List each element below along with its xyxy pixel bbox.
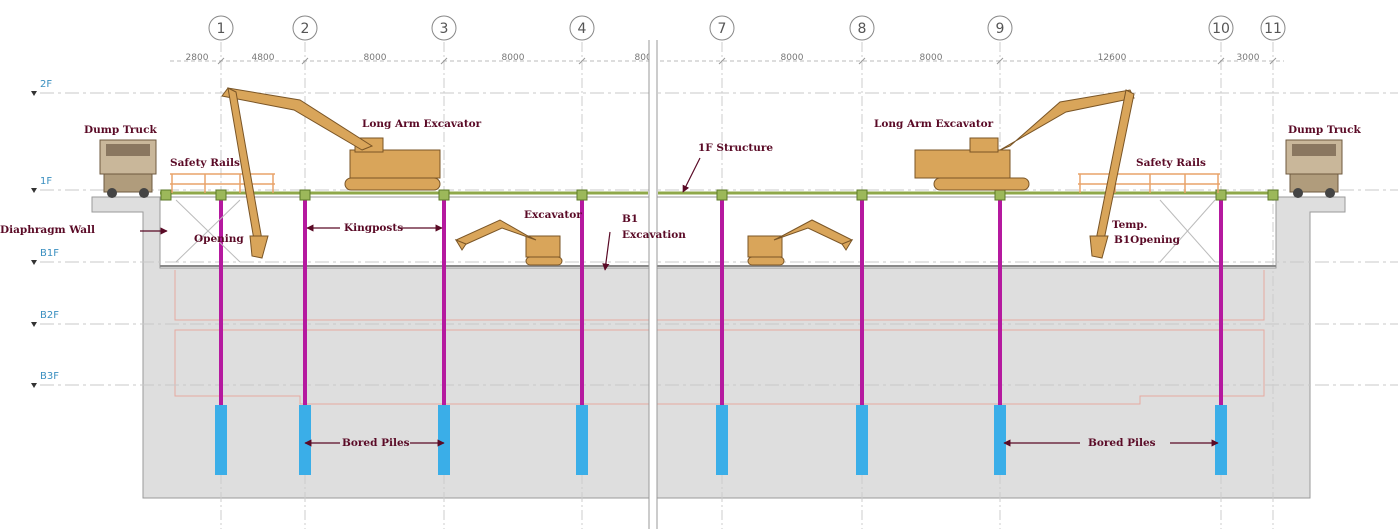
safety-rails-right [1078, 173, 1220, 193]
grid-bubble [292, 15, 318, 41]
label-long-arm-right: Long Arm Excavator [874, 118, 994, 130]
kingposts-and-piles [160, 189, 1279, 475]
grid-bubble [849, 15, 875, 41]
grid-label: 2 [301, 21, 310, 37]
dimension-label: 8000 [781, 53, 804, 63]
level-label: B3F [40, 371, 59, 382]
label-1f-structure: 1F Structure [698, 142, 773, 154]
label-safety-rails-right: Safety Rails [1136, 157, 1206, 169]
label-long-arm-left: Long Arm Excavator [362, 118, 482, 130]
grid-label: 4 [578, 21, 587, 37]
label-kingposts: Kingposts [344, 222, 403, 234]
grid-label: 10 [1212, 21, 1230, 37]
dimension-label: 8000 [364, 53, 387, 63]
level-label: B1F [40, 248, 59, 259]
bored-pile [994, 405, 1006, 475]
grid-label: 7 [718, 21, 727, 37]
grid-bubble [208, 15, 234, 41]
safety-rails-left [170, 173, 275, 193]
grid-bubble [987, 15, 1013, 41]
dimension-label: 3000 [1237, 53, 1260, 63]
label-temp: Temp. [1112, 219, 1147, 231]
annotations: Dump Truck Dump Truck Long Arm Excavator… [0, 118, 1361, 449]
slab-column-node [438, 189, 450, 201]
grid-label: 9 [996, 21, 1005, 37]
dimension-label: 12600 [1098, 53, 1127, 63]
level-label: 2F [40, 79, 52, 90]
dimension-label: 2800 [186, 53, 209, 63]
bored-pile [856, 405, 868, 475]
slab-column-node [299, 189, 311, 201]
bored-pile [576, 405, 588, 475]
basement-outlines [174, 270, 1265, 405]
dimension-label: 8000 [502, 53, 525, 63]
slab-column-node [1267, 189, 1279, 201]
grid-label: 8 [858, 21, 867, 37]
slab-column-node [576, 189, 588, 201]
level-marker-icon [31, 260, 37, 265]
slab-column-node [856, 189, 868, 201]
label-b1: B1 [622, 213, 638, 225]
label-excavator: Excavator [524, 209, 582, 221]
grid-bubble [1260, 15, 1286, 41]
grid-bubble [431, 15, 457, 41]
bored-pile [438, 405, 450, 475]
long-arm-excavator-right [914, 89, 1135, 259]
bored-pile [716, 405, 728, 475]
level-marker-icon [31, 383, 37, 388]
label-safety-rails-left: Safety Rails [170, 157, 240, 169]
long-arm-excavator-left [221, 87, 441, 259]
opening-bracing [175, 199, 1216, 263]
section-break [648, 40, 658, 529]
annotation-arrows [140, 157, 1219, 447]
slab-column-node [1215, 189, 1227, 201]
level-marker-icon [31, 91, 37, 96]
dimension-label: 8000 [920, 53, 943, 63]
label-dump-truck-right: Dump Truck [1288, 124, 1361, 136]
grid-label: 1 [217, 21, 226, 37]
label-bored-piles-left: Bored Piles [342, 437, 410, 449]
bored-pile [1215, 405, 1227, 475]
dimension-label: 8000 [635, 53, 658, 63]
grid-label: 3 [440, 21, 449, 37]
slab-1f [160, 191, 1276, 267]
grid-bubble [709, 15, 735, 41]
excavator-b1-left [454, 219, 563, 266]
label-opening: Opening [194, 233, 244, 245]
label-bored-piles-right: Bored Piles [1088, 437, 1156, 449]
slab-column-node [215, 189, 227, 201]
dump-truck-left [99, 139, 157, 198]
b1-excavation-void [159, 196, 1277, 269]
slab-column-node [716, 189, 728, 201]
level-label: 1F [40, 176, 52, 187]
slab-column-node [160, 189, 172, 201]
level-marker-icon [31, 188, 37, 193]
label-excavation: Excavation [622, 229, 686, 241]
dimension-row: 2800 4800 8000 8000 8000 8000 8000 12600 3000 [170, 53, 1284, 65]
grid-bubble [1208, 15, 1234, 41]
label-b1-opening: B1Opening [1114, 234, 1181, 246]
level-label: B2F [40, 310, 59, 321]
level-marker-icon [31, 322, 37, 327]
dimension-label: 4800 [252, 53, 275, 63]
excavator-b1-right [747, 219, 854, 266]
label-dump-truck-left: Dump Truck [84, 124, 157, 136]
bored-pile [299, 405, 311, 475]
bored-pile [215, 405, 227, 475]
grid-label: 11 [1264, 21, 1282, 37]
grid-bubble [569, 15, 595, 41]
dump-truck-right [1285, 139, 1343, 198]
slab-column-node [994, 189, 1006, 201]
label-diaphragm-wall: Diaphragm Wall [0, 224, 95, 236]
